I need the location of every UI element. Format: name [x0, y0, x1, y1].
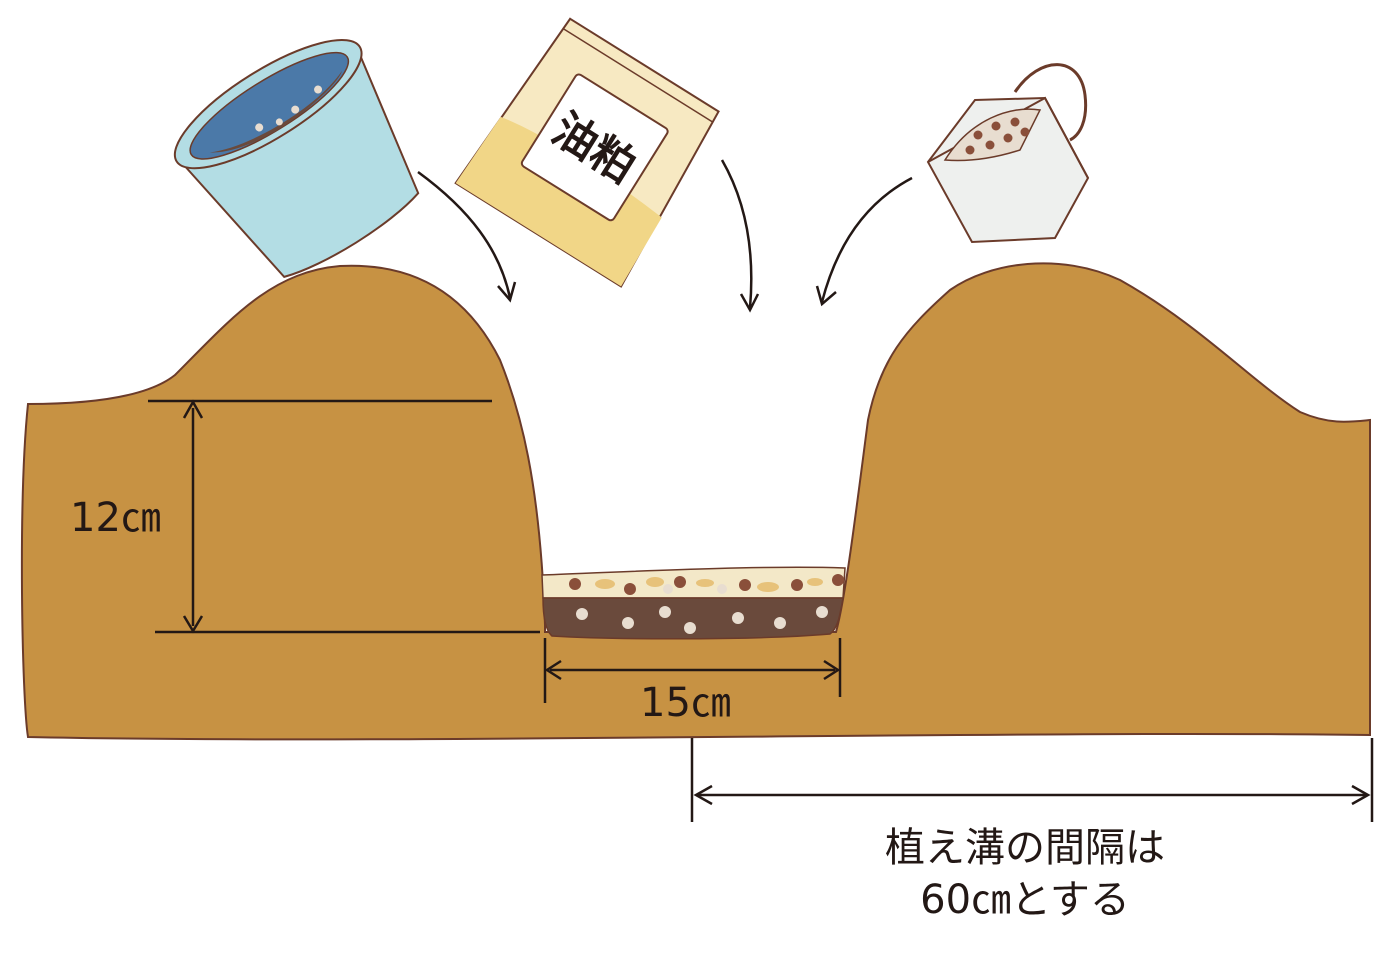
spacing-label: 植え溝の間隔は 60㎝とする [855, 822, 1195, 926]
arrow-from-pot [417, 170, 512, 299]
arrow-from-bag [720, 159, 753, 309]
depth-label: 12㎝ [70, 495, 161, 541]
width-label: 15㎝ [640, 680, 731, 726]
pour-arrows [417, 159, 913, 313]
spacing-label-line1: 植え溝の間隔は [885, 825, 1165, 871]
depth-dimension [148, 399, 540, 634]
soil-cross-section [20, 262, 1371, 741]
arrow-from-can [820, 176, 913, 303]
compost-pot-icon [173, 39, 420, 279]
spacing-dimension [690, 738, 1374, 822]
compost-layer [542, 597, 844, 640]
width-dimension [543, 638, 842, 703]
compost-particles [576, 606, 828, 634]
fertilizer-can-icon [926, 63, 1090, 244]
fertilizer-granules [569, 574, 844, 595]
oilcake-bag-icon: 油粕 [454, 17, 720, 288]
spacing-label-line2: 60㎝とする [920, 877, 1130, 923]
